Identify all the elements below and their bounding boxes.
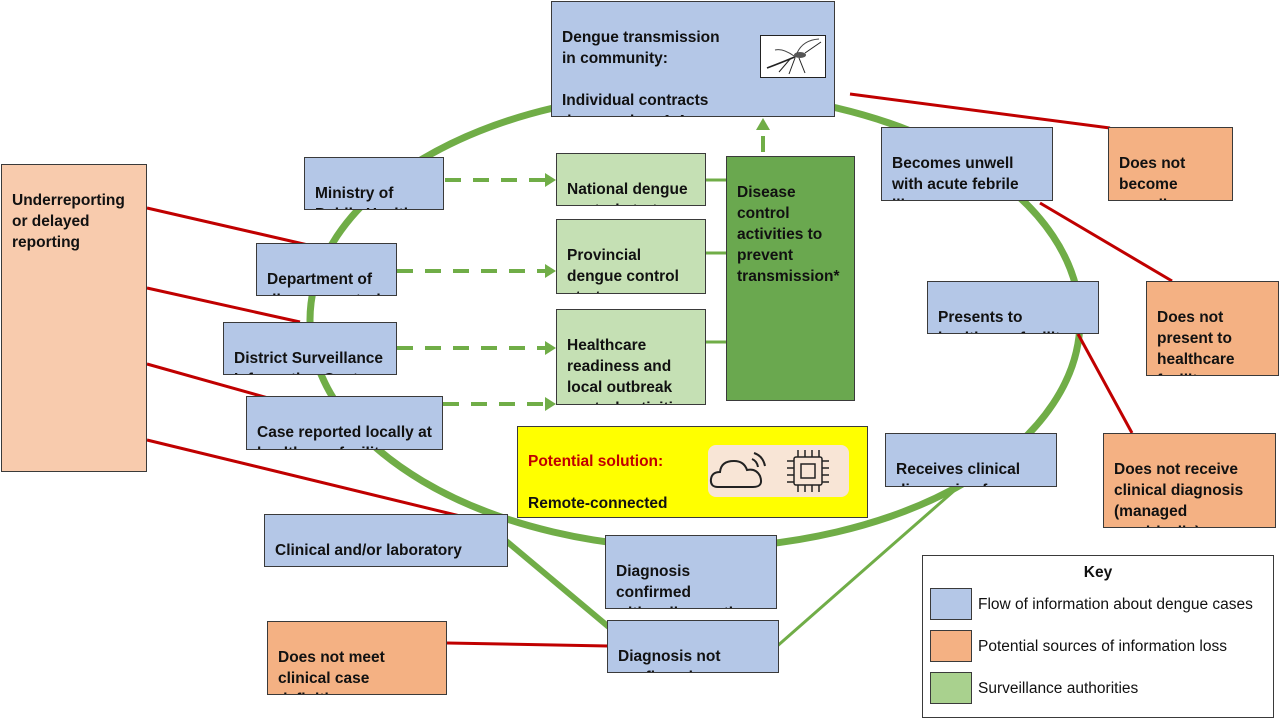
node-receives-clinical-label: Receives clinical diagnosis of dengue: [896, 461, 1021, 486]
node-district-surveillance-label: District Surveillance Information Centre: [234, 350, 384, 374]
auth-provincial: Provincial dengue control strategy: [556, 219, 706, 294]
node-dept-disease-control-label: Department of disease control: [267, 271, 381, 295]
auth-national-label: National dengue control strategy: [567, 181, 688, 205]
loss-link-underreporting-definition: [146, 438, 461, 518]
loss-underreporting: Underreporting or delayed reporting: [1, 164, 147, 472]
node-presents: Presents to healthcare facility: [927, 281, 1099, 334]
node-case-reported: Case reported locally at healthcare faci…: [246, 396, 443, 450]
loss-link-not-unwell: [849, 92, 1111, 130]
node-dept-disease-control: Department of disease control: [256, 243, 397, 296]
potential-solution-title: Potential solution:: [528, 453, 664, 470]
arrowhead-dept: [545, 264, 556, 278]
solution-illustration: [708, 445, 849, 497]
auth-national: National dengue control strategy: [556, 153, 706, 206]
microchip-icon: [787, 450, 829, 492]
node-district-surveillance: District Surveillance Information Centre: [223, 322, 397, 375]
arrowhead-ministry: [545, 173, 556, 187]
loss-not-meet: Does not meet clinical case definition: [267, 621, 447, 695]
loss-not-receive-label: Does not receive clinical diagnosis (man…: [1114, 461, 1244, 527]
loss-not-unwell-label: Does not become unwell: [1119, 155, 1186, 200]
potential-solution-text: Remote-connected serotype-specific diagn…: [528, 495, 668, 517]
node-case-definition-met-label: Clinical and/or laboratory case definiti…: [275, 542, 462, 566]
auth-healthcare-readiness-label: Healthcare readiness and local outbreak …: [567, 337, 690, 404]
node-diagnosis-confirmed-label: Diagnosis confirmed with a diagnostic te…: [616, 563, 742, 608]
loss-not-receive: Does not receive clinical diagnosis (man…: [1103, 433, 1276, 528]
node-presents-label: Presents to healthcare facility: [938, 309, 1069, 333]
auth-disease-control: Disease control activities to prevent tr…: [726, 156, 855, 401]
legend-swatch-authorities: [930, 672, 972, 704]
auth-healthcare-readiness: Healthcare readiness and local outbreak …: [556, 309, 706, 405]
node-becomes-unwell: Becomes unwell with acute febrile illnes…: [881, 127, 1053, 201]
legend-swatch-flow: [930, 588, 972, 620]
arrowhead-district: [545, 341, 556, 355]
loss-link-underreporting-district: [146, 286, 301, 324]
node-ministry-label: Ministry of Public Health: [315, 185, 413, 209]
legend-title: Key: [1083, 564, 1113, 581]
loss-link-not-receive: [1076, 333, 1134, 434]
loss-not-present-label: Does not present to healthcare facility: [1157, 309, 1235, 375]
mosquito-icon: [760, 35, 826, 78]
node-becomes-unwell-label: Becomes unwell with acute febrile illnes…: [892, 155, 1019, 200]
arrowhead-case-reported: [545, 397, 556, 411]
node-diagnosis-not-confirmed: Diagnosis not confirmed: [607, 620, 779, 673]
loss-underreporting-label: Underreporting or delayed reporting: [12, 192, 125, 251]
node-case-reported-label: Case reported locally at healthcare faci…: [257, 424, 432, 449]
loss-link-underreporting-dept: [146, 206, 309, 247]
node-diagnosis-confirmed: Diagnosis confirmed with a diagnostic te…: [605, 535, 777, 609]
loss-not-meet-label: Does not meet clinical case definition: [278, 649, 385, 694]
loss-link-not-meet: [446, 641, 609, 648]
node-ministry: Ministry of Public Health: [304, 157, 444, 210]
node-case-definition-met: Clinical and/or laboratory case definiti…: [264, 514, 508, 567]
node-diagnosis-not-confirmed-label: Diagnosis not confirmed: [618, 648, 721, 672]
arrowhead-up: [756, 118, 770, 130]
flow-link-clinical-to-not-confirmed: [774, 488, 956, 650]
flow-link-definition-to-not-confirmed: [503, 537, 612, 631]
loss-link-underreporting-case-reported: [146, 362, 269, 400]
legend-label-authorities: Surveillance authorities: [978, 680, 1139, 697]
legend-label-loss: Potential sources of information loss: [978, 638, 1227, 655]
node-dengue-transmission-label: Dengue transmission in community: Indivi…: [562, 29, 720, 116]
loss-link-not-present: [1039, 201, 1173, 283]
auth-disease-control-label: Disease control activities to prevent tr…: [737, 184, 840, 285]
legend: Key Flow of information about dengue cas…: [922, 555, 1274, 718]
legend-swatch-loss: [930, 630, 972, 662]
loss-not-present: Does not present to healthcare facility: [1146, 281, 1279, 376]
loss-not-unwell: Does not become unwell: [1108, 127, 1233, 201]
legend-label-flow: Flow of information about dengue cases: [978, 596, 1253, 613]
auth-provincial-label: Provincial dengue control strategy: [567, 247, 679, 293]
cloud-wifi-icon: [709, 452, 766, 488]
node-receives-clinical: Receives clinical diagnosis of dengue: [885, 433, 1057, 487]
